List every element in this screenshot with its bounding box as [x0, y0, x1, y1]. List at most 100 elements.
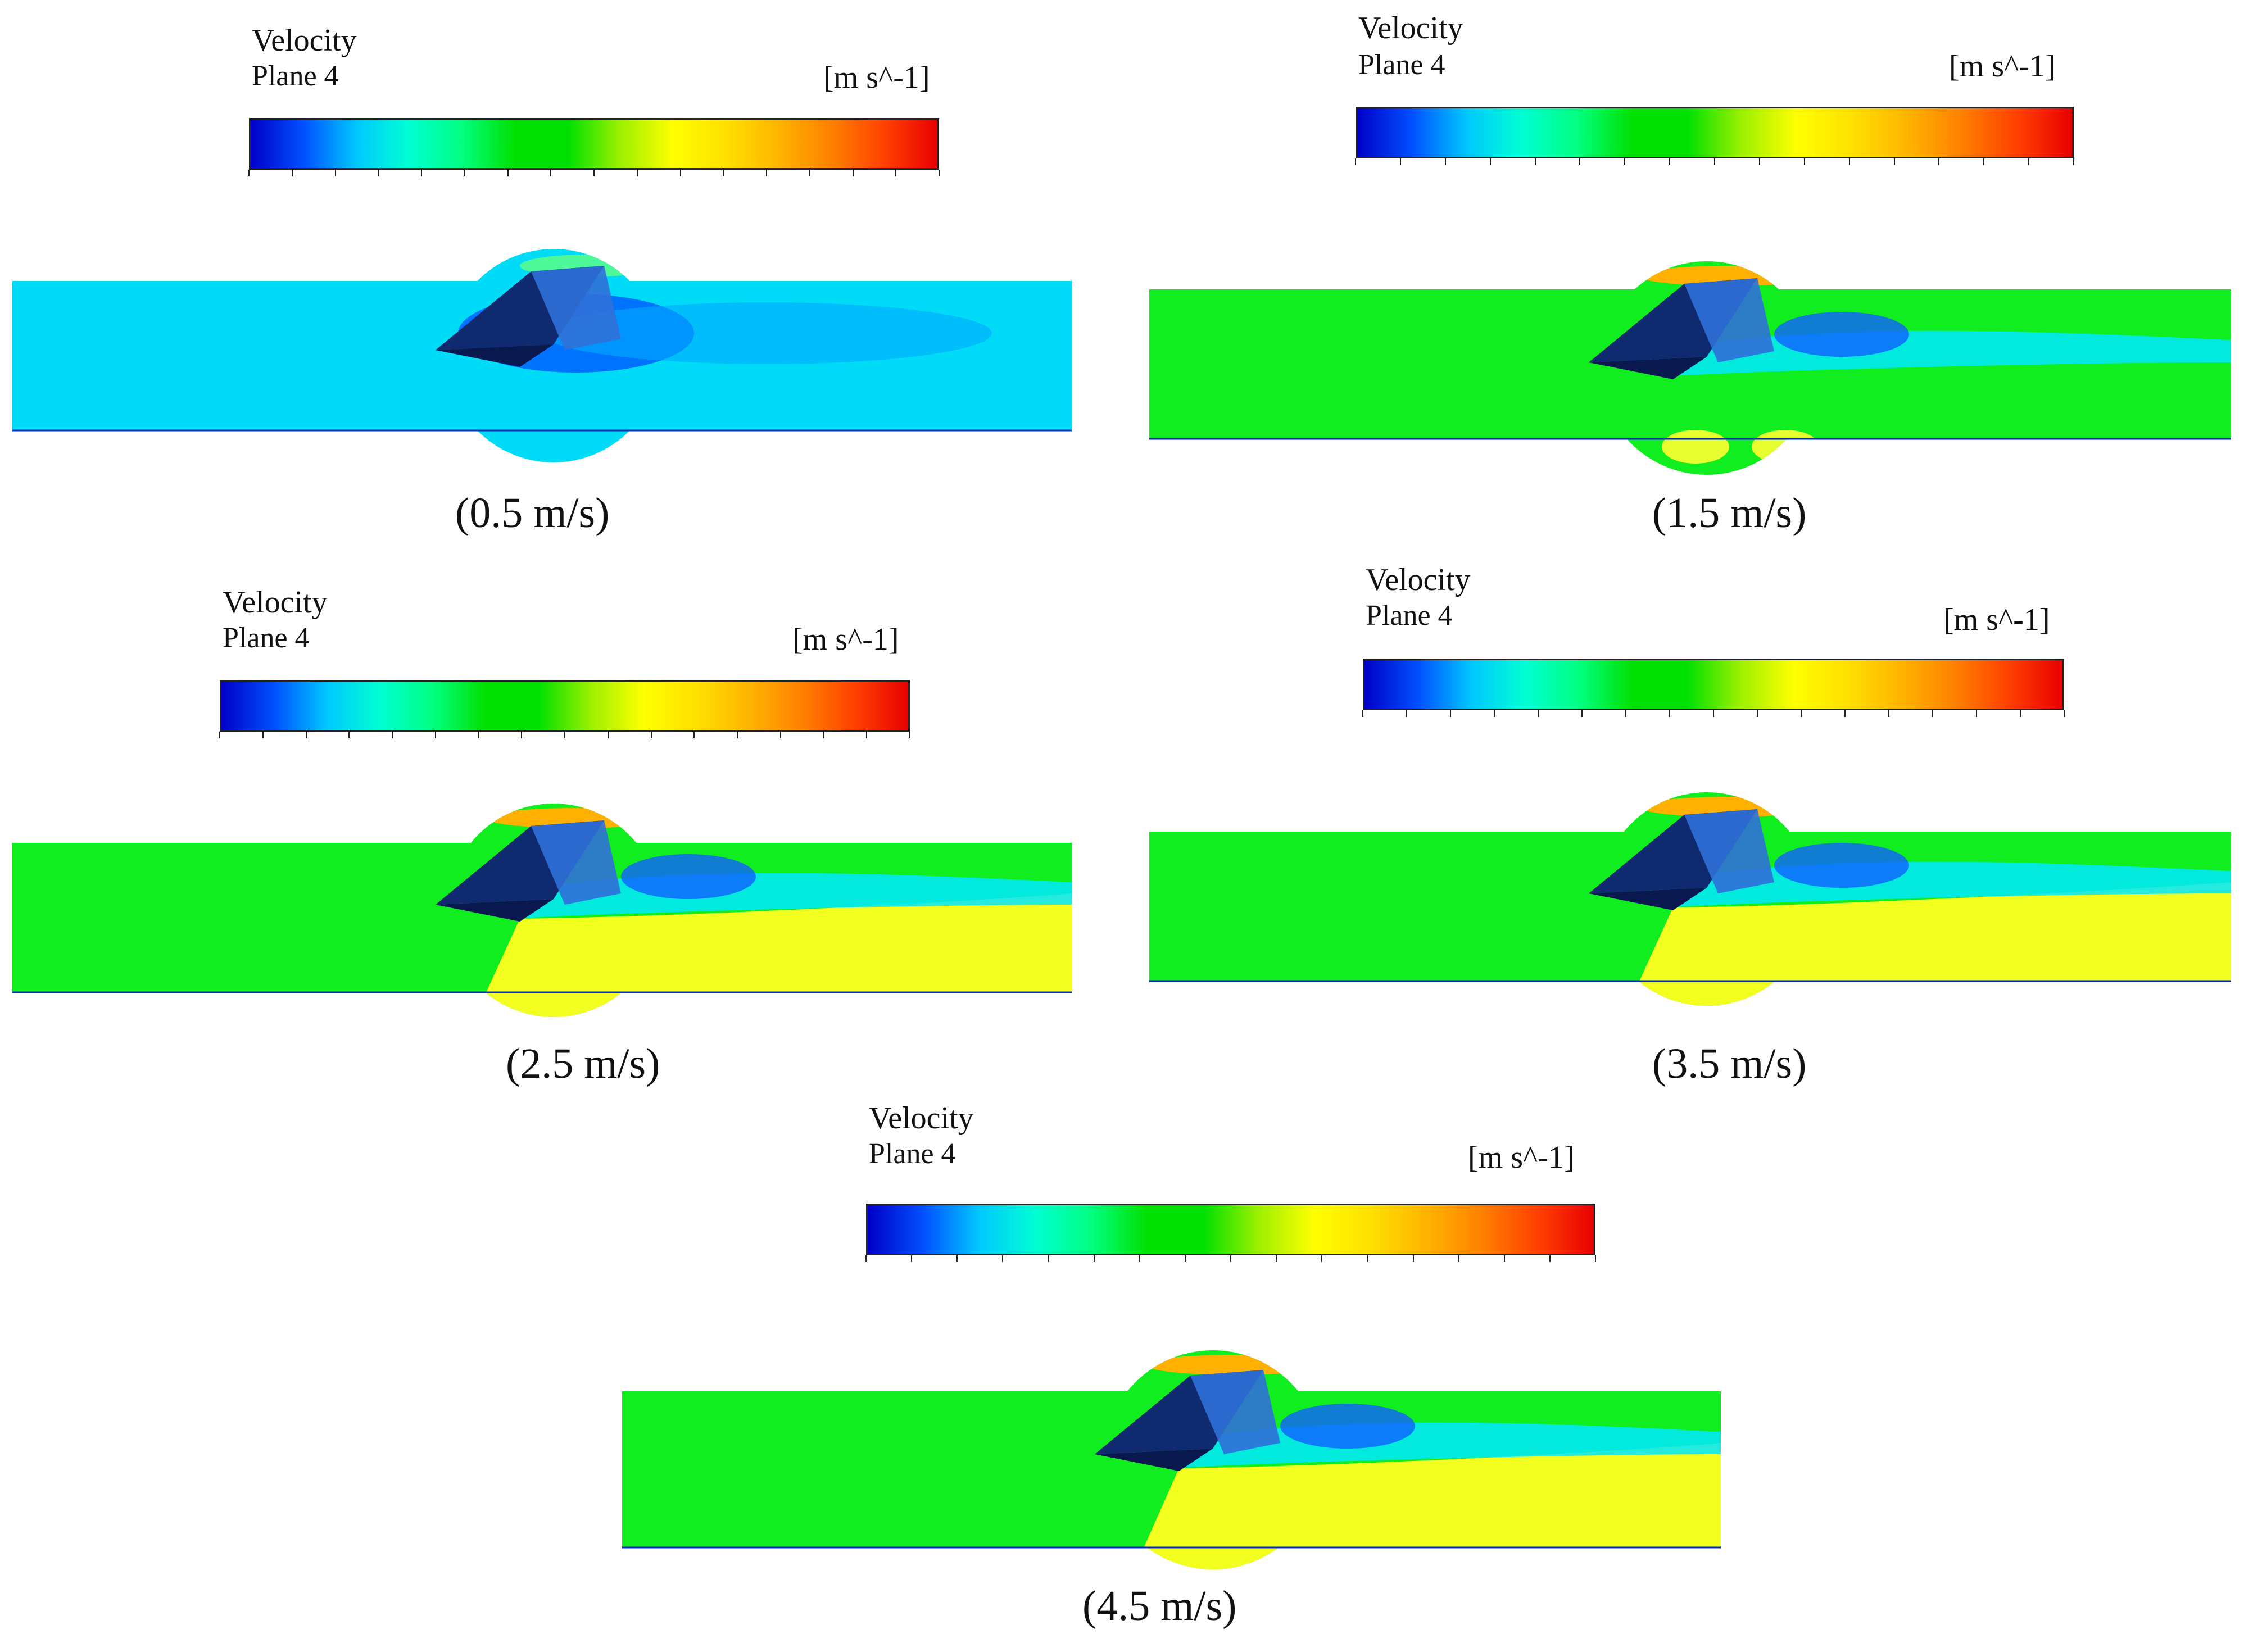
colorbar-tick-mark	[1093, 1255, 1095, 1262]
colorbar-tick-mark	[262, 732, 264, 738]
colorbar-tick-mark	[464, 170, 465, 176]
flow-domain-background	[12, 804, 1072, 1017]
colorbar-tick-mark	[766, 170, 767, 176]
legend-unit: [m s^-1]	[823, 60, 930, 95]
legend-title: Velocity	[223, 585, 328, 620]
colorbar-tick-mark	[636, 170, 638, 176]
flow-domain-background	[1149, 792, 2231, 1006]
colorbar-tick-mark	[1367, 1255, 1368, 1262]
turbine-blade-shadow	[436, 899, 554, 922]
colorbar-tick-mark	[723, 170, 724, 176]
turbine-blade	[1589, 809, 1757, 893]
legend-plane-label: Plane 4	[1358, 49, 1445, 81]
legend-plane-label: Plane 4	[869, 1138, 956, 1170]
flow-domain-background	[1149, 261, 2231, 475]
legend-title: Velocity	[252, 23, 357, 58]
colorbar-tick-mark	[1139, 1255, 1140, 1262]
colorbar-tick-mark	[593, 170, 595, 176]
colorbar-tick-mark	[1669, 710, 1670, 717]
colorbar-tick-mark	[1888, 710, 1889, 717]
legend-unit: [m s^-1]	[1943, 602, 2050, 637]
turbine-blade-face	[1684, 809, 1774, 893]
colorbar-tick-mark	[1002, 1255, 1004, 1262]
colorbar-tick-mark	[779, 732, 781, 738]
flow-domain-background	[622, 1350, 1721, 1569]
colorbar-tick-mark	[348, 732, 350, 738]
colorbar-tick-mark	[866, 732, 868, 738]
turbine-blade-face	[1190, 1370, 1280, 1454]
colorbar-tick-mark	[305, 732, 307, 738]
colorbar-tick-mark	[679, 170, 681, 176]
upper-acceleration-zone	[486, 808, 666, 828]
upper-acceleration-zone	[1639, 266, 1819, 286]
colorbar-tick-mark	[1494, 710, 1495, 717]
colorbar-tick-mark	[1579, 158, 1581, 165]
colorbar-tick-mark	[1489, 158, 1491, 165]
colorbar-tick-mark	[521, 732, 523, 738]
colorbar-tick-mark	[865, 1255, 867, 1262]
colorbar-tick-mark	[434, 732, 436, 738]
legend-plane-label: Plane 4	[1366, 600, 1453, 632]
colorbar	[249, 118, 939, 170]
colorbar-tick-mark	[291, 170, 293, 176]
low-velocity-wake	[458, 294, 694, 373]
colorbar-tick-mark	[1983, 158, 1985, 165]
panel-caption: (3.5 m/s)	[1652, 1040, 1807, 1087]
colorbar-tick-mark	[1801, 710, 1802, 717]
colorbar-tick-mark	[248, 170, 250, 176]
colorbar-tick-mark	[1595, 1255, 1596, 1262]
colorbar-tick-mark	[1848, 158, 1850, 165]
colorbar-tick-mark	[550, 170, 552, 176]
recirculation-zone	[1280, 1404, 1415, 1449]
flow-domain-background	[12, 249, 1072, 462]
colorbar-tick-mark	[1399, 158, 1401, 165]
colorbar-tick-mark	[1714, 158, 1715, 165]
colorbar-tick-mark	[1938, 158, 1940, 165]
colorbar-tick-mark	[895, 170, 897, 176]
high-velocity-jet	[1134, 1443, 1721, 1569]
colorbar-tick-mark	[1757, 710, 1758, 717]
colorbar-tick-mark	[809, 170, 810, 176]
turbine-blade-face	[1684, 278, 1774, 362]
colorbar-tick-mark	[1624, 158, 1626, 165]
colorbar-tick-mark	[1534, 158, 1536, 165]
colorbar-tick-mark	[911, 1255, 913, 1262]
legend-plane-label: Plane 4	[252, 60, 339, 92]
legend-unit: [m s^-1]	[792, 622, 899, 657]
colorbar-tick-mark	[1458, 1255, 1459, 1262]
colorbar-tick-mark	[1444, 158, 1446, 165]
turbine-blade-face	[531, 266, 621, 350]
cyan-wake-region	[1662, 861, 2231, 907]
colorbar-tick-mark	[1406, 710, 1407, 717]
colorbar-tick-mark	[507, 170, 509, 176]
colorbar-tick-mark	[1503, 1255, 1505, 1262]
colorbar-tick-mark	[219, 732, 220, 738]
downstream-wake	[542, 302, 992, 364]
cyan-wake-region	[1662, 330, 2231, 376]
panel-caption: (0.5 m/s)	[455, 489, 610, 537]
colorbar-tick-mark	[1184, 1255, 1186, 1262]
colorbar-tick-mark	[1713, 710, 1714, 717]
colorbar-tick-mark	[2064, 710, 2065, 717]
legend-title: Velocity	[869, 1101, 974, 1136]
legend-unit: [m s^-1]	[1949, 49, 2056, 84]
colorbar-tick-mark	[1932, 710, 1933, 717]
colorbar-tick-mark	[1669, 158, 1671, 165]
colorbar-tick-mark	[1048, 1255, 1049, 1262]
colorbar-tick-mark	[1625, 710, 1626, 717]
turbine-blade	[436, 820, 604, 905]
recirculation-zone	[1774, 312, 1909, 357]
upper-acceleration-zone	[520, 255, 655, 277]
colorbar-tick-mark	[1549, 1255, 1551, 1262]
turbine-blade-face	[531, 820, 621, 905]
colorbar	[866, 1204, 1595, 1255]
upper-acceleration-zone	[1639, 797, 1819, 817]
high-velocity-jet	[1628, 882, 2231, 1006]
recirculation-zone	[1774, 843, 1909, 888]
colorbar-tick-mark	[2028, 158, 2030, 165]
colorbar-tick-mark	[1230, 1255, 1231, 1262]
colorbar-tick-mark	[852, 170, 854, 176]
turbine-blade-shadow	[1589, 888, 1707, 910]
